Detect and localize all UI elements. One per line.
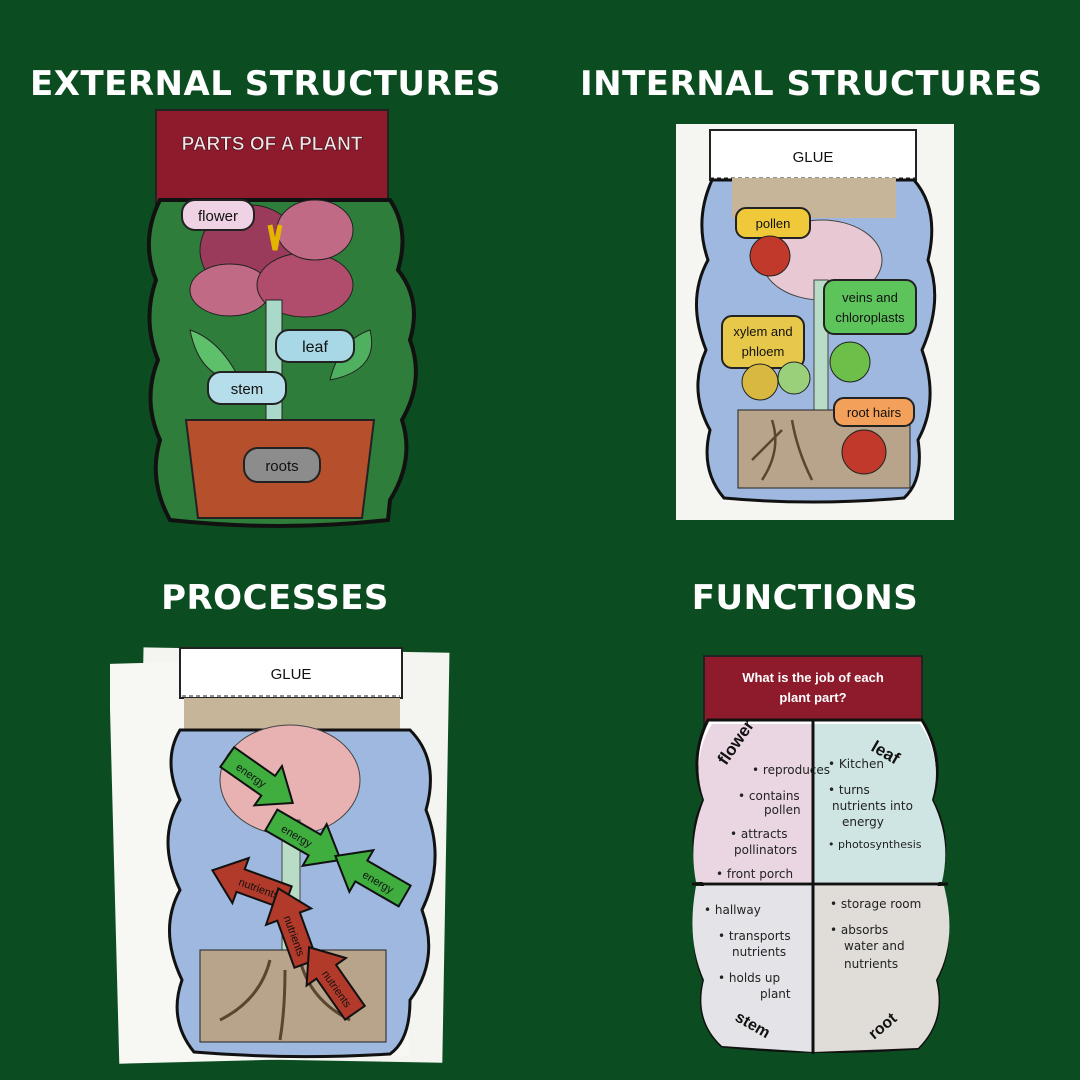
leaf-label: leaf [302,339,328,356]
leaf-note-4: energy [842,815,884,829]
leaf-note-1: • Kitchen [828,757,884,771]
veins-label-line2: chloroplasts [835,310,905,325]
title-band [155,109,389,211]
xylem-circle [741,363,779,401]
external-structures-illustration: PARTS OF A PLANT flower leaf stem roots [146,109,418,528]
stem-label-box [207,371,287,405]
leaf-note-5: • photosynthesis [828,838,922,851]
nutrients-arrow-2: nutrients [264,886,319,969]
stem-note-4: • holds up [718,971,780,985]
title-text: PARTS OF A PLANT [182,134,363,155]
internal-structures-foldable: GLUE pollen veins and chloroplasts xylem… [672,120,962,525]
stem-note-1: • hallway [704,903,761,917]
root-note-4: nutrients [844,957,898,971]
nutrients-arrow-1: nutrients [210,856,293,911]
xylem-label-line1: xylem and [733,324,792,339]
flower-note-3: pollen [764,803,801,817]
internal-structures-illustration: GLUE pollen veins and chloroplasts xylem… [676,124,954,520]
root-note-1: • storage room [830,897,921,911]
processes-illustration: GLUE energy energy energy nutrients nutr… [108,647,450,1064]
glue-tab [179,647,403,699]
root-hairs-circle [841,429,887,475]
external-structures-foldable: PARTS OF A PLANT flower leaf stem roots [140,100,420,540]
leaf-note-2: • turns [828,783,870,797]
root-hairs-label-box [833,397,915,427]
flower-note-4: • attracts [730,827,788,841]
root-note-3: water and [844,939,905,953]
glue-label: GLUE [271,666,312,683]
stem-note-5: plant [760,987,791,1001]
functions-illustration: What is the job of each plant part? flow… [692,655,950,1054]
heading-processes: PROCESSES [161,578,389,618]
flower-note-2: • contains [738,789,800,803]
energy-arrow-2: energy [263,808,343,868]
flower-note-5: pollinators [734,843,797,857]
stem-quadrant [692,886,813,1052]
processes-foldable: GLUE energy energy energy nutrients nutr… [108,640,450,1065]
stem-note-2: • transports [718,929,791,943]
flower-quadrant [693,724,813,882]
functions-foldable: What is the job of each plant part? flow… [682,650,962,1060]
veins-label-line1: veins and [842,290,898,305]
leaf-label-box [275,329,355,363]
xylem-label-line2: phloem [742,344,785,359]
leaf-note-3: nutrients into [832,799,913,813]
pollen-label: pollen [756,216,791,231]
roots-label-box [243,447,321,483]
root-quadrant [813,886,950,1052]
flower-label: flower [198,208,238,225]
root-note-2: • absorbs [830,923,888,937]
question-line2: plant part? [779,690,846,705]
stem-note-3: nutrients [732,945,786,959]
heading-internal-structures: INTERNAL STRUCTURES [580,64,1043,104]
flower-note-6: • front porch [716,867,793,881]
flower-label-box [181,199,255,231]
energy-arrow-3: energy [333,848,413,908]
chloroplast-circle [829,341,871,383]
flower-note-1: • reproduces [752,763,830,777]
roots-label: roots [265,458,298,475]
glue-label: GLUE [793,149,834,166]
stem-label: stem [231,381,264,398]
question-line1: What is the job of each [742,670,884,685]
heading-external-structures: EXTERNAL STRUCTURES [30,64,501,104]
leaf-quadrant [813,724,946,882]
root-hairs-label: root hairs [847,405,902,420]
heading-functions: FUNCTIONS [691,578,919,618]
roots-drawing [751,419,814,481]
pollen-circle [749,235,791,277]
veins-label-box [823,279,917,335]
